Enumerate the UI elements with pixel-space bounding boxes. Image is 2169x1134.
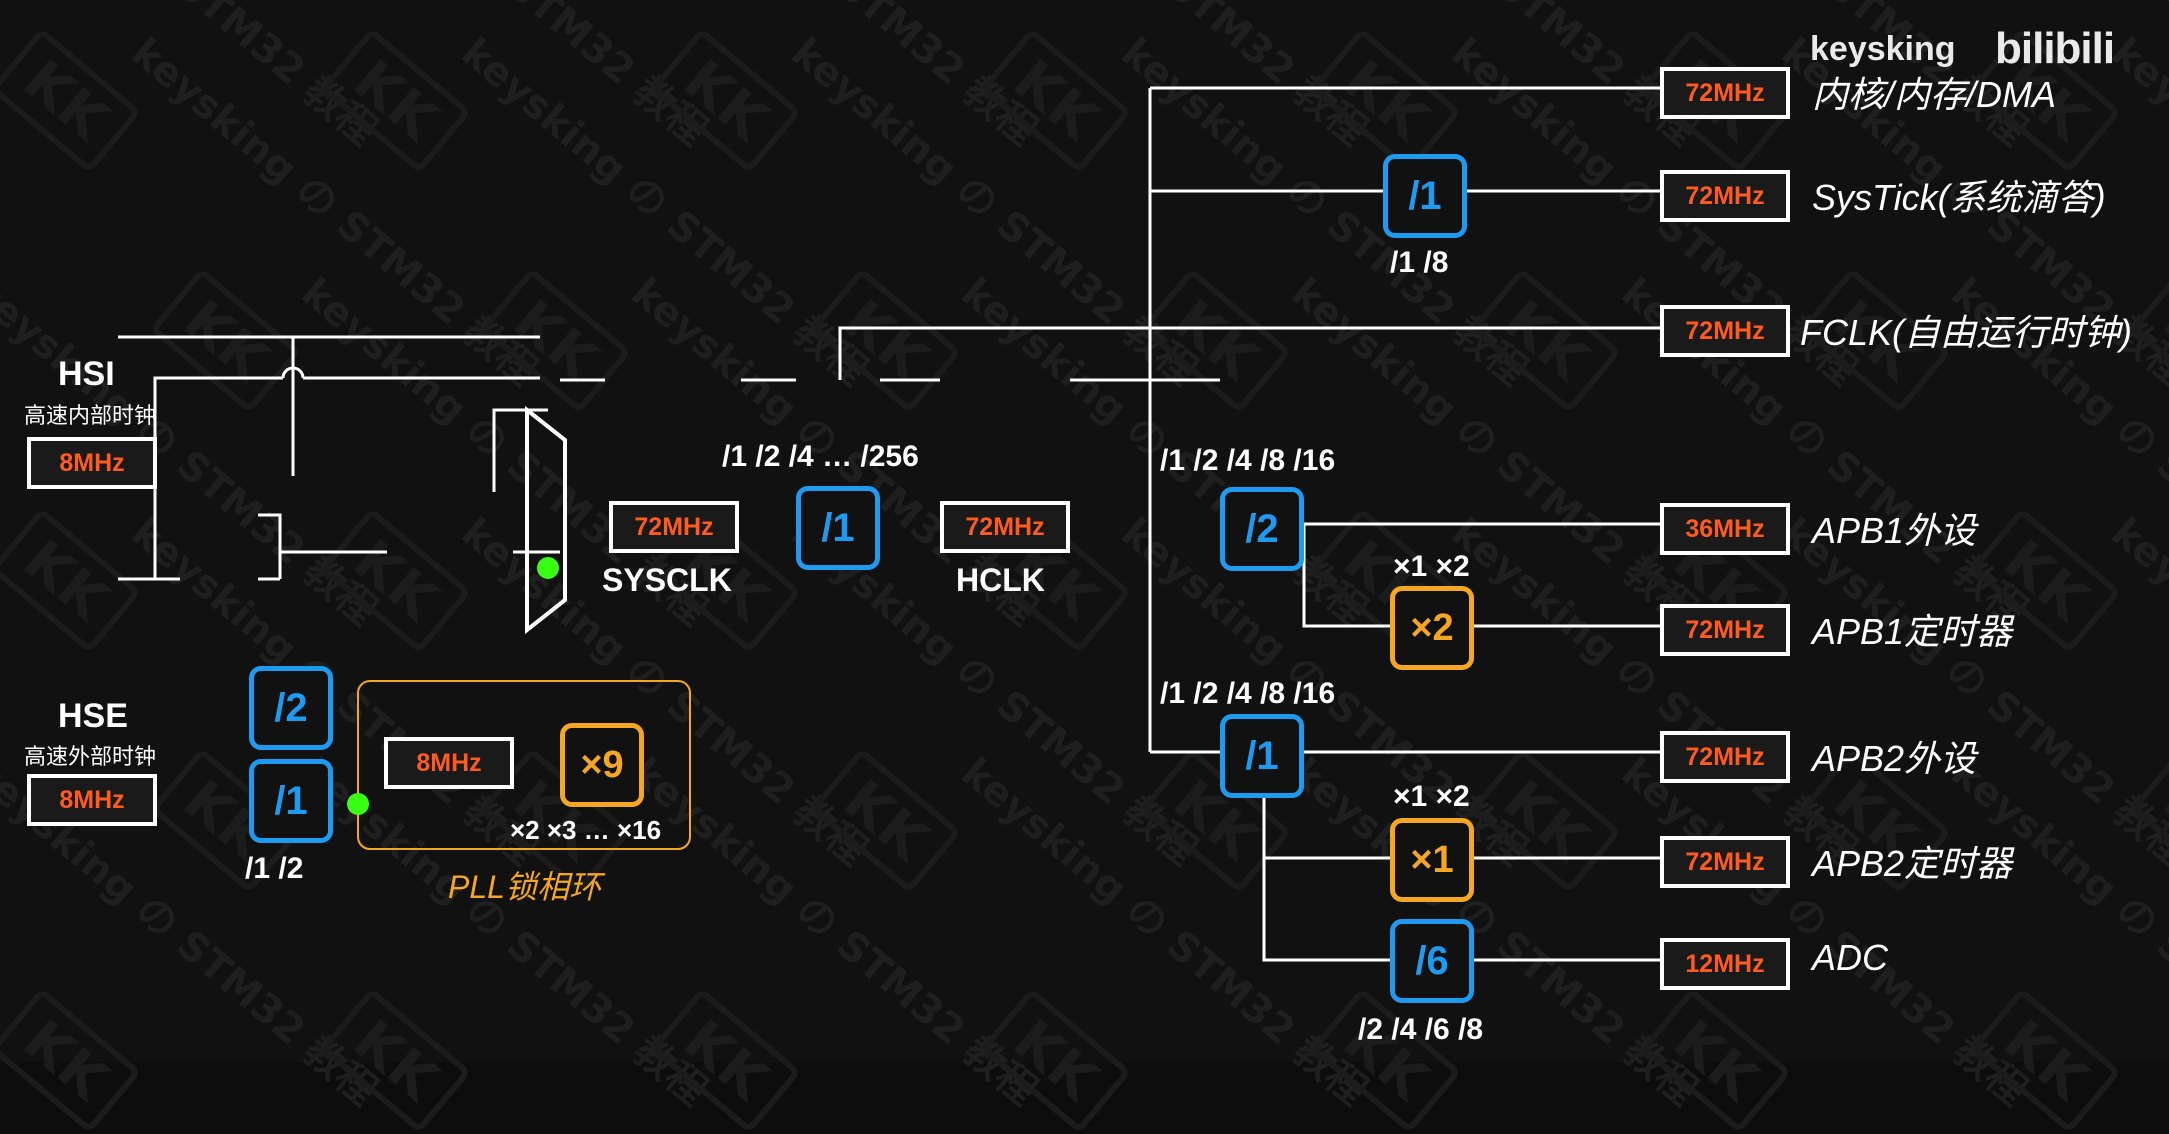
apb2-prescaler-block: /1 (1220, 714, 1304, 798)
hse-title: HSE (58, 697, 128, 735)
sysclk-select-dot (537, 557, 559, 579)
ahb-prescaler-options: /1 /2 /4 … /256 (722, 440, 919, 473)
out-systick-label: SysTick(系统滴答) (1812, 177, 2106, 218)
pll-src-select-dot (347, 793, 369, 815)
hclk-label: HCLK (956, 562, 1045, 598)
out-adc-label: ADC (1812, 937, 1889, 978)
out-fclk-label: FCLK(自由运行时钟) (1800, 312, 2132, 353)
author-brand: keysking (1810, 30, 1956, 68)
hsi-title: HSI (58, 355, 115, 393)
pll-box (357, 680, 691, 850)
pll-multiplier-options: ×2 ×3 … ×16 (510, 815, 662, 845)
sysclk-freq: 72MHz (609, 501, 739, 553)
out-core-label: 内核/内存/DMA (1812, 74, 2057, 115)
out-fclk-freq: 72MHz (1660, 305, 1790, 357)
hclk-freq: 72MHz (940, 501, 1070, 553)
hse-freq: 8MHz (27, 774, 157, 826)
out-apb1-timer-label: APB1定时器 (1812, 611, 2013, 652)
wire-hse-to-mux (153, 366, 540, 579)
ahb-prescaler-block: /1 (796, 486, 880, 570)
wire-apb1-timer-in (1302, 524, 1390, 628)
wire-fclk (838, 326, 1660, 338)
out-apb2-timer-label: APB2定时器 (1812, 843, 2013, 884)
out-apb2-periph-label: APB2外设 (1812, 738, 1977, 779)
out-core-freq: 72MHz (1660, 67, 1790, 119)
hse-prediv-block: /1 (249, 759, 333, 843)
adc-prescaler-options: /2 /4 /6 /8 (1358, 1013, 1484, 1046)
apb1-prescaler-block: /2 (1220, 487, 1304, 571)
apb1-timer-mul-options: ×1 ×2 (1393, 550, 1470, 583)
out-systick-freq: 72MHz (1660, 170, 1790, 222)
apb2-prescaler-options: /1 /2 /4 /8 /16 (1160, 677, 1336, 710)
systick-prescaler-block: /1 (1383, 154, 1467, 238)
adc-prescaler-block: /6 (1390, 919, 1474, 1003)
out-apb1-periph-freq: 36MHz (1660, 503, 1790, 555)
pll-label: PLL锁相环 (448, 869, 601, 905)
systick-prescaler-options: /1 /8 (1390, 246, 1449, 279)
hsi-div2-block: /2 (249, 666, 333, 750)
apb2-timer-mul-options: ×1 ×2 (1393, 780, 1470, 813)
platform-logo: bilibili (1995, 24, 2115, 73)
out-apb1-periph-label: APB1外设 (1812, 510, 1977, 551)
apb1-prescaler-options: /1 /2 /4 /8 /16 (1160, 444, 1336, 477)
hsi-subtitle: 高速内部时钟 (24, 404, 157, 429)
out-apb1-timer-freq: 72MHz (1660, 604, 1790, 656)
apb2-timer-mul-block: ×1 (1390, 818, 1474, 902)
apb1-timer-mul-block: ×2 (1390, 586, 1474, 670)
pll-input-freq: 8MHz (384, 737, 514, 789)
sysclk-label: SYSCLK (602, 562, 732, 598)
clock-mux (525, 405, 567, 635)
clock-wires (118, 86, 1660, 962)
hsi-freq: 8MHz (27, 437, 157, 489)
out-apb2-timer-freq: 72MHz (1660, 836, 1790, 888)
pll-multiplier-block: ×9 (560, 723, 644, 807)
wire-adc-in (1262, 793, 1390, 962)
hse-prediv-options: /1 /2 (245, 852, 304, 885)
out-adc-freq: 12MHz (1660, 938, 1790, 990)
out-apb2-periph-freq: 72MHz (1660, 731, 1790, 783)
wire-div2-out (258, 513, 282, 579)
hse-subtitle: 高速外部时钟 (24, 745, 157, 770)
